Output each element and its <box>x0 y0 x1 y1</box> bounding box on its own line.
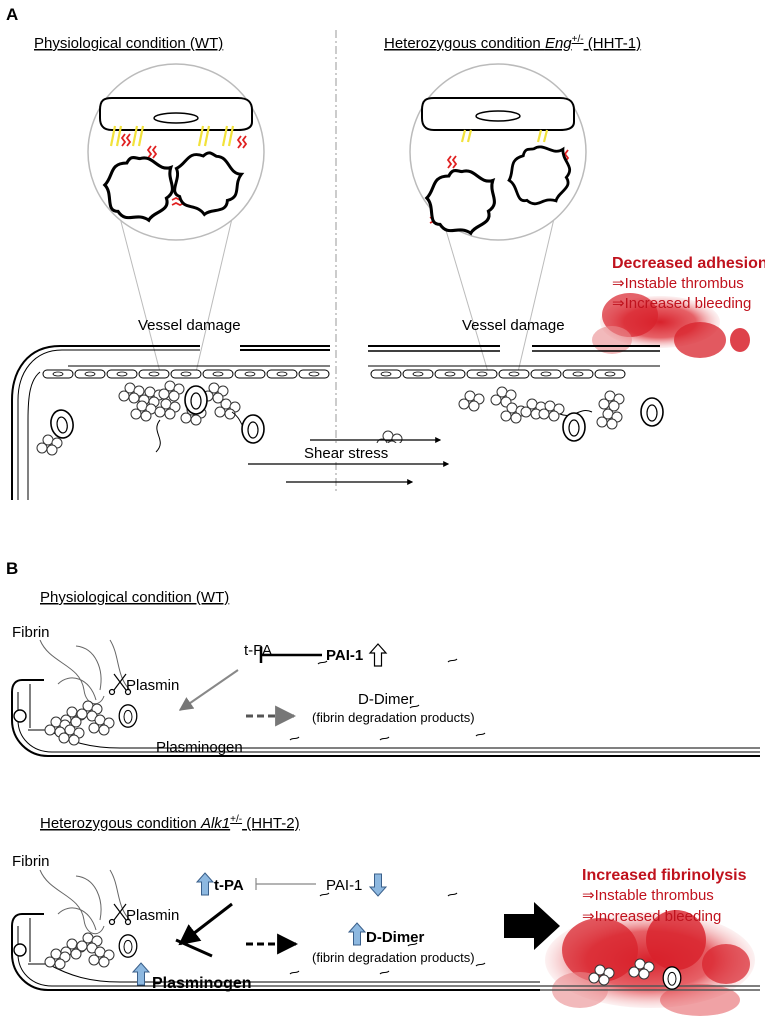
wt-ddimer-label: D-Dimer <box>358 691 414 708</box>
increased-fibrinolysis-point-2: ⇒Increased bleeding <box>582 908 721 925</box>
zoom-circle-left <box>87 63 265 373</box>
vessel-damage-label-right: Vessel damage <box>462 317 565 334</box>
hht2-d-dimer-fragments <box>289 892 486 975</box>
hht2-scissors-icon <box>108 903 132 926</box>
hht2-fibrin-strands <box>39 869 131 935</box>
zoom-circle-right <box>409 63 587 373</box>
wt-scissors-icon <box>108 673 132 696</box>
panel-a-letter: A <box>6 5 18 24</box>
blood-splash-b <box>540 910 760 1016</box>
vessel-right-a <box>368 345 664 452</box>
endoglin-receptors-right <box>460 129 549 143</box>
hht2-pai-down-arrow-icon <box>369 873 387 897</box>
wt-tpa-label: t-PA <box>244 642 272 659</box>
panel-b-wt-title: Physiological condition (WT) <box>40 589 229 606</box>
decreased-adhesion-point-2: ⇒Increased bleeding <box>612 295 751 312</box>
shear-stress-label: Shear stress <box>304 445 388 462</box>
blood-splash-a <box>592 293 750 358</box>
wt-plasminogen-label: Plasminogen <box>156 739 243 756</box>
endoglin-receptors-left <box>109 125 235 147</box>
shear-stress-label-bg <box>296 443 406 462</box>
wt-vessel <box>11 639 760 757</box>
hht2-vessel <box>11 869 540 991</box>
activated-platelet-left-1 <box>103 155 174 222</box>
increased-fibrinolysis-title: Increased fibrinolysis <box>582 867 747 884</box>
hht2-tpa-label: t-PA <box>214 877 244 894</box>
increased-fibrinolysis-point-1: ⇒Instable thrombus <box>582 887 714 904</box>
hht2-ddimer-label: D-Dimer <box>366 929 425 946</box>
decreased-adhesion-title: Decreased adhesion <box>612 255 765 272</box>
wt-fibrin-strands <box>39 639 131 705</box>
hht2-fibrin-label: Fibrin <box>12 853 50 870</box>
hht2-ddimer-up-arrow-icon <box>348 922 366 946</box>
platelet-aggregate-left <box>118 380 253 453</box>
wt-pai-label: PAI-1 <box>326 647 363 664</box>
hht2-plasminogen-arrow-tail <box>175 938 213 958</box>
activated-platelet-right-1 <box>425 168 496 235</box>
hht2-tpa-up-arrow-icon <box>196 872 214 896</box>
hht2-pai-label: PAI-1 <box>326 877 362 894</box>
hht2-plasminogen-label: Plasminogen <box>152 975 252 992</box>
wt-tpa-activation-arrow <box>178 669 239 711</box>
hht2-ddimer-sub: (fibrin degradation products) <box>312 950 475 965</box>
outcome-arrow-icon <box>504 902 560 950</box>
panel-a-right-title: Heterozygous condition Eng+/- (HHT-1) <box>384 34 641 52</box>
wt-fibrin-label: Fibrin <box>12 624 50 641</box>
shear-stress-arrows <box>248 437 450 485</box>
platelet-aggregate-right <box>458 386 625 430</box>
wt-d-dimer-fragments <box>289 658 486 741</box>
wt-ddimer-sub: (fibrin degradation products) <box>312 710 475 725</box>
wt-pai-up-arrow-icon <box>369 643 387 667</box>
panel-b-hht2-title: Heterozygous condition Alk1+/- (HHT-2) <box>40 814 300 832</box>
vessel-damage-label-left: Vessel damage <box>138 317 241 334</box>
panel-a-left-title: Physiological condition (WT) <box>34 35 223 52</box>
panel-b-letter: B <box>6 559 18 578</box>
hht2-tpa-activation-arrow <box>178 902 233 946</box>
hht2-plasmin-label: Plasmin <box>126 907 179 924</box>
vessel-left-a <box>11 345 330 500</box>
wt-plasmin-label: Plasmin <box>126 677 179 694</box>
decreased-adhesion-point-1: ⇒Instable thrombus <box>612 275 744 292</box>
